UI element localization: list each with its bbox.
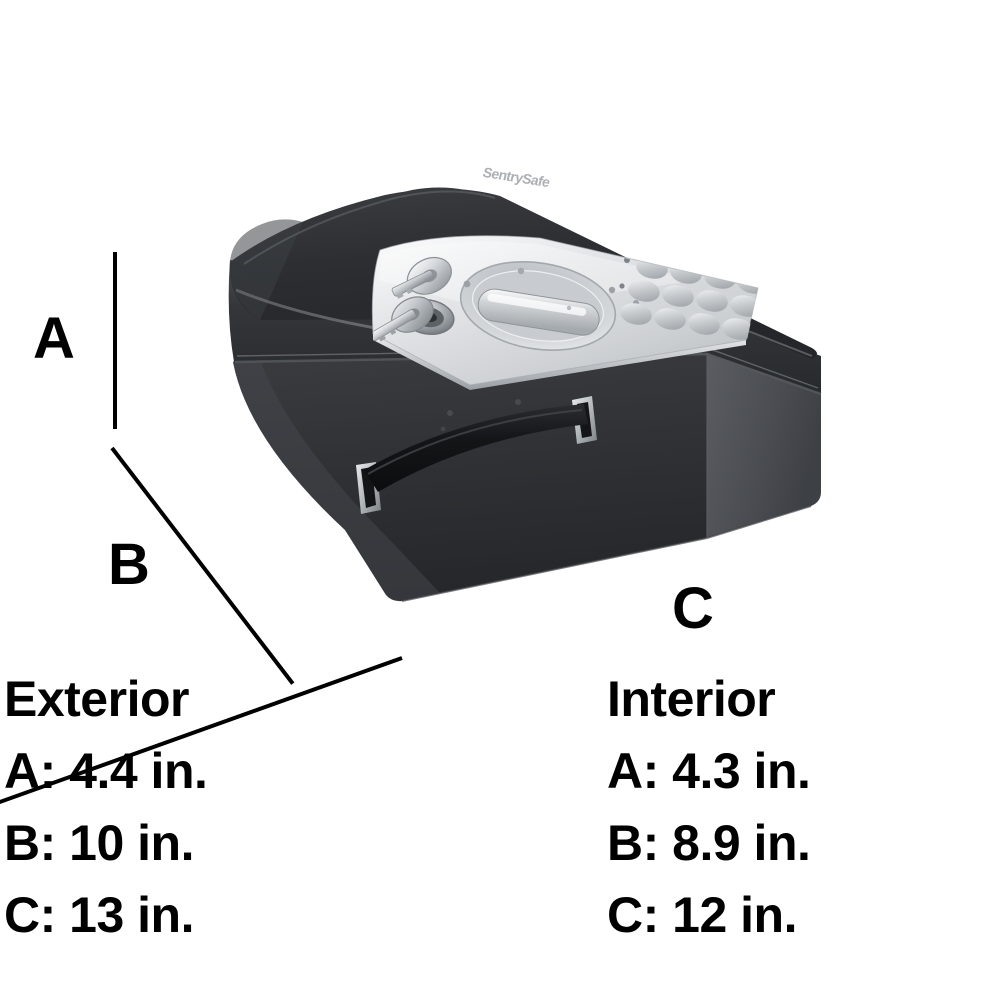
exterior-spec-c: C: 13 in. [4, 887, 194, 943]
dimension-label-a: A [33, 306, 75, 371]
brand-logo-text: SentrySafe [481, 164, 552, 190]
safe-body-corner-shade [233, 360, 440, 602]
height-dimension-line [113, 252, 117, 429]
interior-heading: Interior [607, 671, 776, 727]
carry-handle-icon [356, 396, 597, 514]
keypad-key [662, 285, 694, 307]
panel-screw [463, 280, 471, 288]
keypad-key [628, 280, 660, 302]
exterior-spec-a: A: 4.4 in. [4, 743, 208, 799]
dimension-label-c: C [672, 576, 714, 641]
interior-spec-c: C: 12 in. [607, 887, 797, 943]
safe-lid-top-highlight [243, 190, 496, 265]
exterior-spec-column: Exterior A: 4.4 in. B: 10 in. C: 13 in. [4, 668, 564, 946]
dimension-label-b: B [108, 532, 150, 597]
brand-logo: SentrySafe [481, 164, 552, 190]
interior-spec-a: A: 4.3 in. [607, 743, 811, 799]
exterior-spec-b: B: 10 in. [4, 815, 194, 871]
front-rivet [440, 426, 446, 432]
front-rivet [447, 410, 453, 416]
front-rivet [515, 399, 521, 405]
product-image: SentrySafe [140, 140, 840, 640]
exterior-heading: Exterior [4, 671, 189, 727]
keypad-key [688, 313, 720, 335]
keys-icon [391, 256, 452, 299]
handle-strap-highlight [367, 409, 583, 475]
keypad-key [654, 308, 686, 330]
safe-body-right-face [707, 353, 821, 538]
handle-strap [364, 404, 588, 492]
panel-screw [517, 267, 525, 275]
oval-latch-handle-highlight [487, 293, 587, 316]
keypad-key [620, 303, 652, 325]
keypad-key [696, 290, 728, 312]
interior-spec-column: Interior A: 4.3 in. B: 8.9 in. C: 12 in. [607, 668, 1000, 946]
panel-screw [608, 286, 616, 294]
control-panel-outline [371, 235, 759, 386]
panel-screw [566, 305, 572, 311]
interior-spec-b: B: 8.9 in. [607, 815, 811, 871]
status-led [619, 283, 625, 289]
keypad-key [722, 318, 754, 340]
keys-icon-second [373, 296, 434, 349]
